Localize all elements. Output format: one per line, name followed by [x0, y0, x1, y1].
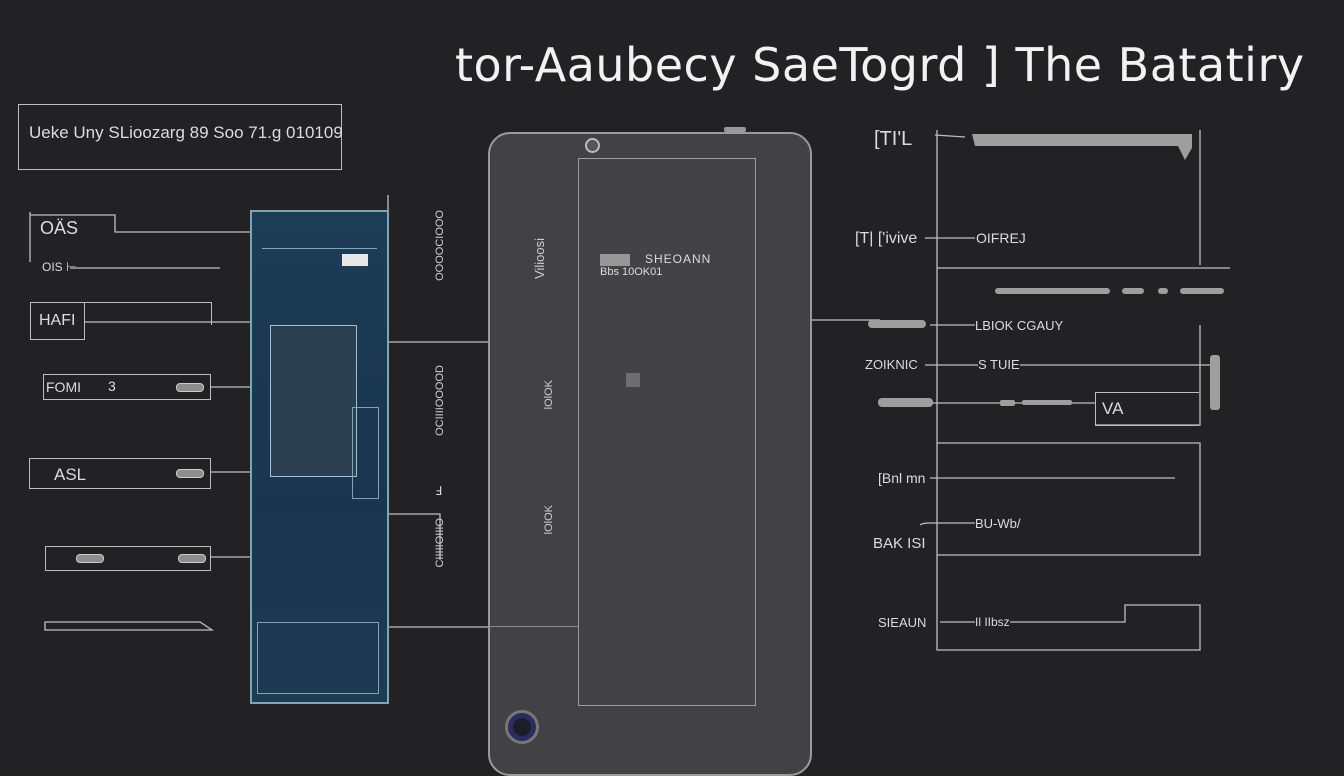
- leader-line: [934, 134, 966, 138]
- probe-part: [1180, 288, 1224, 294]
- right-value: LBIOK CGAUY: [975, 318, 1064, 333]
- leader-line: [378, 513, 441, 560]
- slot-pill: [178, 554, 206, 563]
- probe-part: [868, 320, 926, 328]
- phone-side-text: lOlOK: [543, 380, 555, 410]
- battery-cell: [257, 622, 379, 694]
- slot-box: [45, 546, 211, 571]
- label-asl: ASL: [54, 465, 87, 484]
- mafi-label-box: HAFI: [30, 302, 85, 340]
- caption-text: Ueke Uny SLioozarg 89 Soo 71.g 010109: [29, 123, 343, 142]
- page-title: tor-Aaubecy SaeTogrd ] The Batatiry: [455, 38, 1305, 92]
- label-top2: OIS ⊢: [42, 260, 77, 274]
- probe-part: [878, 398, 933, 407]
- right-value: S TUIE: [978, 357, 1020, 372]
- brand-model-text: Bbs 10OK01: [600, 266, 663, 278]
- fomi-box: FOMI 3: [43, 374, 211, 400]
- battery-cutaway: [250, 210, 389, 704]
- right-label: [Bnl mn: [878, 470, 926, 486]
- label-fomi-number: 3: [108, 378, 116, 394]
- asl-box: ASL: [29, 458, 211, 489]
- power-button: [724, 127, 746, 132]
- right-label: BAK ISI: [873, 535, 926, 552]
- probe-part: [1158, 288, 1168, 294]
- phone-screen: [578, 158, 756, 706]
- front-camera-icon: [585, 138, 600, 153]
- label-top1: OÄS: [40, 218, 79, 238]
- battery-cell: [270, 325, 357, 477]
- phone-side-text: Vilioosi: [532, 238, 547, 279]
- right-value: Il IIbsz: [975, 615, 1010, 629]
- mid-vertical-label: Ⅎ: [435, 484, 442, 498]
- leader-line: [937, 442, 1201, 556]
- right-label: [TI'L: [874, 128, 913, 150]
- label-fomi: FOMI: [46, 379, 81, 395]
- cable-part: [44, 621, 215, 631]
- right-label: SIEAUN: [878, 615, 927, 630]
- mid-vertical-label: CIIIIIOIIIO: [434, 518, 446, 568]
- mid-vertical-label: OCIIIIOOOOD: [434, 365, 446, 436]
- probe-part: [1000, 400, 1015, 406]
- brand-logo-text: SHEOANN: [645, 252, 712, 266]
- battery-connector: [342, 254, 368, 266]
- right-box-label: VA: [1102, 399, 1124, 418]
- chip-icon: [626, 373, 640, 387]
- right-label: ZOIKNIC: [865, 357, 918, 372]
- battery-cell-top: [262, 212, 377, 249]
- leader-line: [29, 212, 220, 269]
- right-value: BU-Wb/: [975, 516, 1021, 531]
- right-value: OIFREJ: [976, 230, 1026, 246]
- slot-pill: [176, 469, 204, 478]
- caption-box: Ueke Uny SLioozarg 89 Soo 71.g 010109: [18, 104, 343, 170]
- leader-line: [30, 214, 255, 233]
- slot-pill: [76, 554, 104, 563]
- right-label: [T| ['ivive: [855, 230, 918, 247]
- slot-pill: [176, 383, 204, 392]
- rear-camera-icon: [505, 710, 539, 744]
- phone-side-text: lOlOK: [543, 505, 555, 535]
- phone-inner-panel: [490, 160, 579, 627]
- mid-vertical-label: OOOOCIOOO: [434, 210, 446, 281]
- battery-cell: [352, 407, 379, 499]
- leader-line: [936, 130, 1201, 651]
- probe-part: [1210, 355, 1220, 410]
- probe-part: [1022, 400, 1072, 405]
- probe-part: [995, 288, 1110, 294]
- brand-logo-icon: [600, 254, 630, 266]
- leader-line: [919, 522, 975, 526]
- right-small-box: VA: [1095, 392, 1199, 426]
- probe-part: [1122, 288, 1144, 294]
- label-mafi: HAFI: [39, 312, 76, 329]
- blade-part: [972, 134, 1192, 160]
